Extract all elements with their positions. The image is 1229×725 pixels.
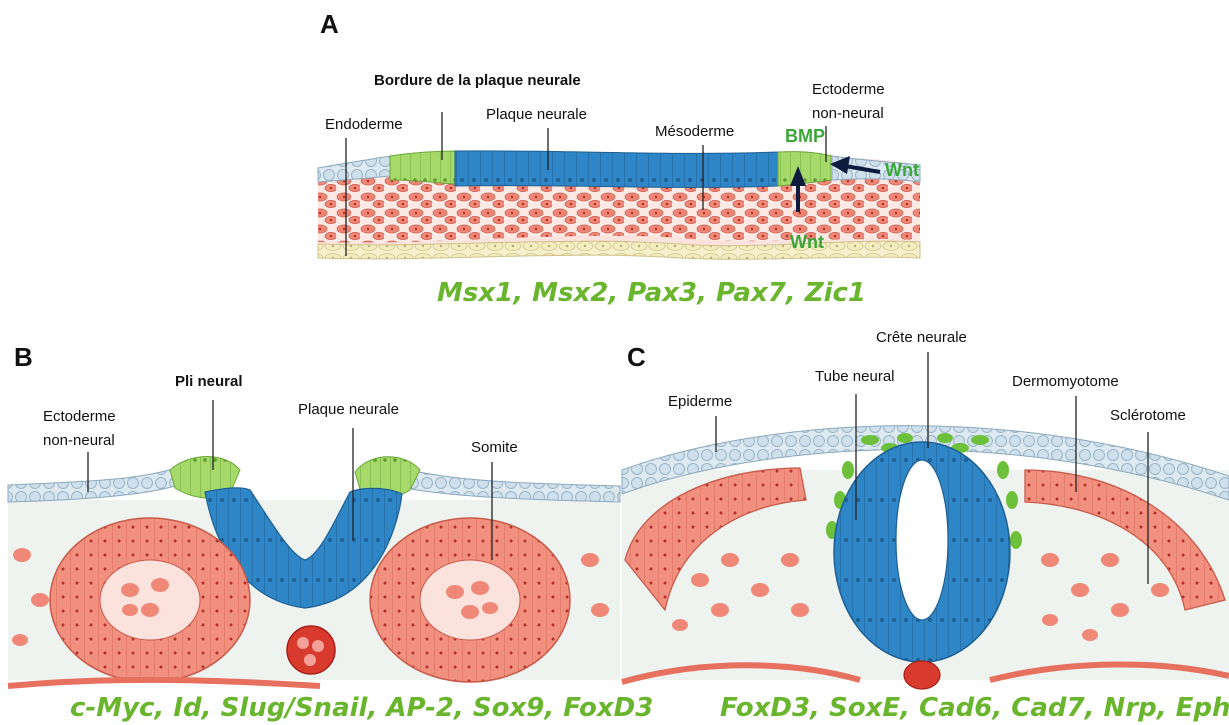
panel-a-wnt-right-label: Wnt (885, 160, 919, 180)
panel-a-border-left (390, 151, 455, 184)
panel-b-ectoderm-left (8, 468, 175, 502)
panel-b-genes: c-Myc, Id, Slug/Snail, AP-2, Sox9, FoxD3 (70, 693, 653, 723)
panel-b-neural-plate-label: Plaque neurale (298, 401, 399, 418)
panel-a-genes: Msx1, Msx2, Pax3, Pax7, Zic1 (437, 278, 866, 308)
panel-b-notochord (287, 626, 335, 674)
panel-b-ectoderm-label-1: Ectoderme (43, 408, 116, 425)
panel-b-somite-right (370, 518, 570, 682)
panel-c-neural-crest-label: Crête neurale (876, 329, 967, 346)
panel-b-endoderm (8, 680, 320, 686)
panel-c-neural-tube (834, 442, 1010, 662)
panel-a-border-right (778, 152, 832, 186)
panel-a-border-label: Bordure de la plaque neurale (374, 72, 581, 89)
panel-a-neural-plate-label: Plaque neurale (486, 106, 587, 123)
panel-a-mesoderm-label: Mésoderme (655, 123, 734, 140)
panel-b-neural-fold-label: Pli neural (175, 373, 243, 390)
panel-a-endoderm-label: Endoderme (325, 116, 403, 133)
panel-a-neural-plate (455, 151, 778, 188)
panel-b-ectoderm-label-2: non-neural (43, 432, 115, 449)
panel-a: A Bordure de la plaque neurale Plaque ne… (318, 9, 920, 308)
panel-c: C (622, 329, 1229, 723)
panel-b: B (8, 342, 653, 723)
panel-a-bmp-label: BMP (785, 126, 825, 146)
panel-a-ectoderm-label-2: non-neural (812, 105, 884, 122)
panel-a-tissue (318, 151, 920, 259)
panel-b-somite-left (50, 518, 250, 682)
panel-c-epidermis-label: Epiderme (668, 393, 732, 410)
panel-c-letter: C (627, 342, 646, 372)
panel-b-ectoderm-right (405, 470, 620, 502)
panel-c-neural-tube-label: Tube neural (815, 368, 895, 385)
panel-c-notochord (904, 661, 940, 689)
panel-b-somite-label: Somite (471, 439, 518, 456)
panel-c-dermomyotome-label: Dermomyotome (1012, 373, 1119, 390)
panel-c-sclerotome-label: Sclérotome (1110, 407, 1186, 424)
panel-a-ectoderm-label-1: Ectoderme (812, 81, 885, 98)
panel-a-letter: A (320, 9, 339, 39)
panel-b-letter: B (14, 342, 33, 372)
panel-a-wnt-bottom-label: Wnt (790, 232, 824, 252)
panel-c-genes: FoxD3, SoxE, Cad6, Cad7, Nrp, Eph (720, 693, 1229, 723)
